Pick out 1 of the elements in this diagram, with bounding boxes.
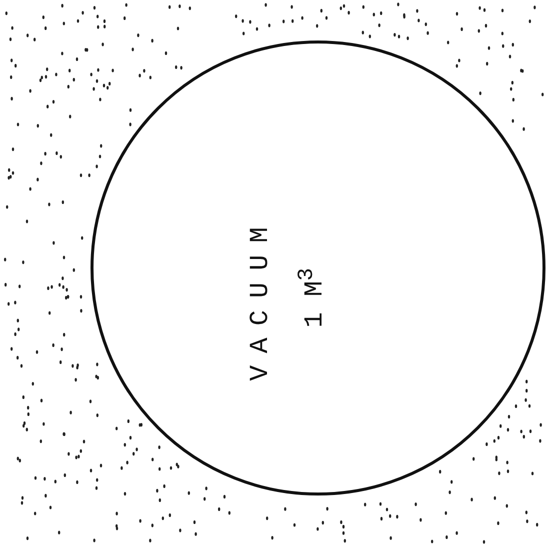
vacuum-label: VACUUM [244,215,275,381]
